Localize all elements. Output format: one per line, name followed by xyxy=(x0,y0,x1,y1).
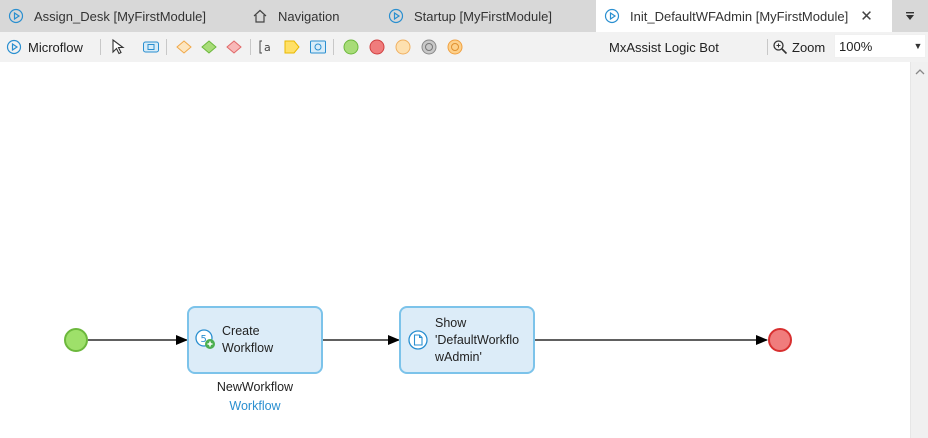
activity-caption: Show 'DefaultWorkflo wAdmin' xyxy=(435,315,519,366)
merge-tool-icon[interactable] xyxy=(224,37,244,57)
tab-startup[interactable]: Startup [MyFirstModule] xyxy=(380,0,590,32)
activity-tool-icon[interactable] xyxy=(142,37,160,57)
tab-label: Assign_Desk [MyFirstModule] xyxy=(34,8,206,24)
activity-caption-line: Create xyxy=(222,324,260,338)
break-event-tool-icon[interactable] xyxy=(446,37,464,57)
start-event-tool-icon[interactable] xyxy=(342,37,360,57)
chevron-down-icon: ▼ xyxy=(913,41,923,51)
microflow-icon xyxy=(604,8,620,24)
tab-navigation[interactable]: Navigation xyxy=(244,0,374,32)
tab-assign-desk[interactable]: Assign_Desk [MyFirstModule] xyxy=(0,0,238,32)
activity-caption: Create Workflow xyxy=(222,323,273,357)
output-variable-type: Workflow xyxy=(229,399,281,413)
error-event-tool-icon[interactable] xyxy=(394,37,412,57)
microflow-title: Microflow xyxy=(6,37,83,57)
output-variable-name: NewWorkflow xyxy=(216,380,294,394)
toolbar-divider xyxy=(250,39,251,55)
microflow-toolbar: Microflow a MxAssist Logic Bot xyxy=(0,32,928,85)
continue-event-tool-icon[interactable] xyxy=(420,37,438,57)
show-page-activity[interactable]: Show 'DefaultWorkflo wAdmin' xyxy=(399,306,535,374)
tab-overflow-menu-icon[interactable] xyxy=(892,0,928,32)
mxassist-label-text: MxAssist Logic Bot xyxy=(609,39,719,55)
scroll-up-icon[interactable] xyxy=(915,68,925,79)
home-icon xyxy=(252,8,268,24)
toolbar-divider xyxy=(100,39,101,55)
zoom-select[interactable]: 100% ▼ xyxy=(834,34,926,58)
activity-caption-line: 'DefaultWorkflo xyxy=(435,333,520,347)
tab-label: Init_DefaultWFAdmin [MyFirstModule] xyxy=(630,8,849,24)
tab-label: Startup [MyFirstModule] xyxy=(414,8,552,24)
toolbar-divider xyxy=(333,39,334,55)
annotation-tool-icon[interactable]: a xyxy=(257,37,275,57)
svg-text:a: a xyxy=(264,41,271,54)
decision-tool-icon[interactable] xyxy=(174,37,194,57)
toolbar-divider xyxy=(166,39,167,55)
microflow-icon xyxy=(8,8,24,24)
toolbar-divider xyxy=(767,39,768,55)
microflow-canvas[interactable]: 5 Create Workflow NewWorkflow Workflow S… xyxy=(0,62,910,438)
flow-connections xyxy=(64,328,792,352)
microflow-icon xyxy=(388,8,404,24)
inheritance-split-tool-icon[interactable] xyxy=(199,37,219,57)
end-event[interactable] xyxy=(768,328,792,352)
toolbar-title: Microflow xyxy=(28,39,83,55)
pointer-tool-icon[interactable] xyxy=(110,37,128,57)
tab-label: Navigation xyxy=(278,8,340,24)
zoom-control: Zoom xyxy=(772,37,825,57)
page-icon xyxy=(407,329,429,354)
create-workflow-icon: 5 xyxy=(194,328,218,355)
zoom-label: Zoom xyxy=(792,39,826,55)
zoom-value: 100% xyxy=(839,38,873,54)
mxassist-label: MxAssist Logic Bot xyxy=(609,37,719,57)
loop-tool-icon[interactable] xyxy=(309,37,327,57)
svg-text:5: 5 xyxy=(201,334,207,345)
editor-tab-bar: Assign_Desk [MyFirstModule] Navigation S… xyxy=(0,0,928,32)
activity-caption-line: Show xyxy=(435,316,467,330)
start-event[interactable] xyxy=(64,328,88,352)
activity-caption-line: wAdmin' xyxy=(435,350,482,364)
microflow-icon xyxy=(6,39,22,55)
vertical-scrollbar[interactable] xyxy=(910,62,928,438)
tab-init-defaultwfadmin[interactable]: Init_DefaultWFAdmin [MyFirstModule] ✕ xyxy=(596,0,892,32)
activity-caption-line: Workflow xyxy=(222,341,274,355)
magnifier-icon[interactable] xyxy=(772,39,788,55)
create-workflow-activity[interactable]: 5 Create Workflow xyxy=(187,306,323,374)
end-event-tool-icon[interactable] xyxy=(368,37,386,57)
close-tab-icon[interactable]: ✕ xyxy=(860,8,873,25)
parameter-tool-icon[interactable] xyxy=(282,37,302,57)
